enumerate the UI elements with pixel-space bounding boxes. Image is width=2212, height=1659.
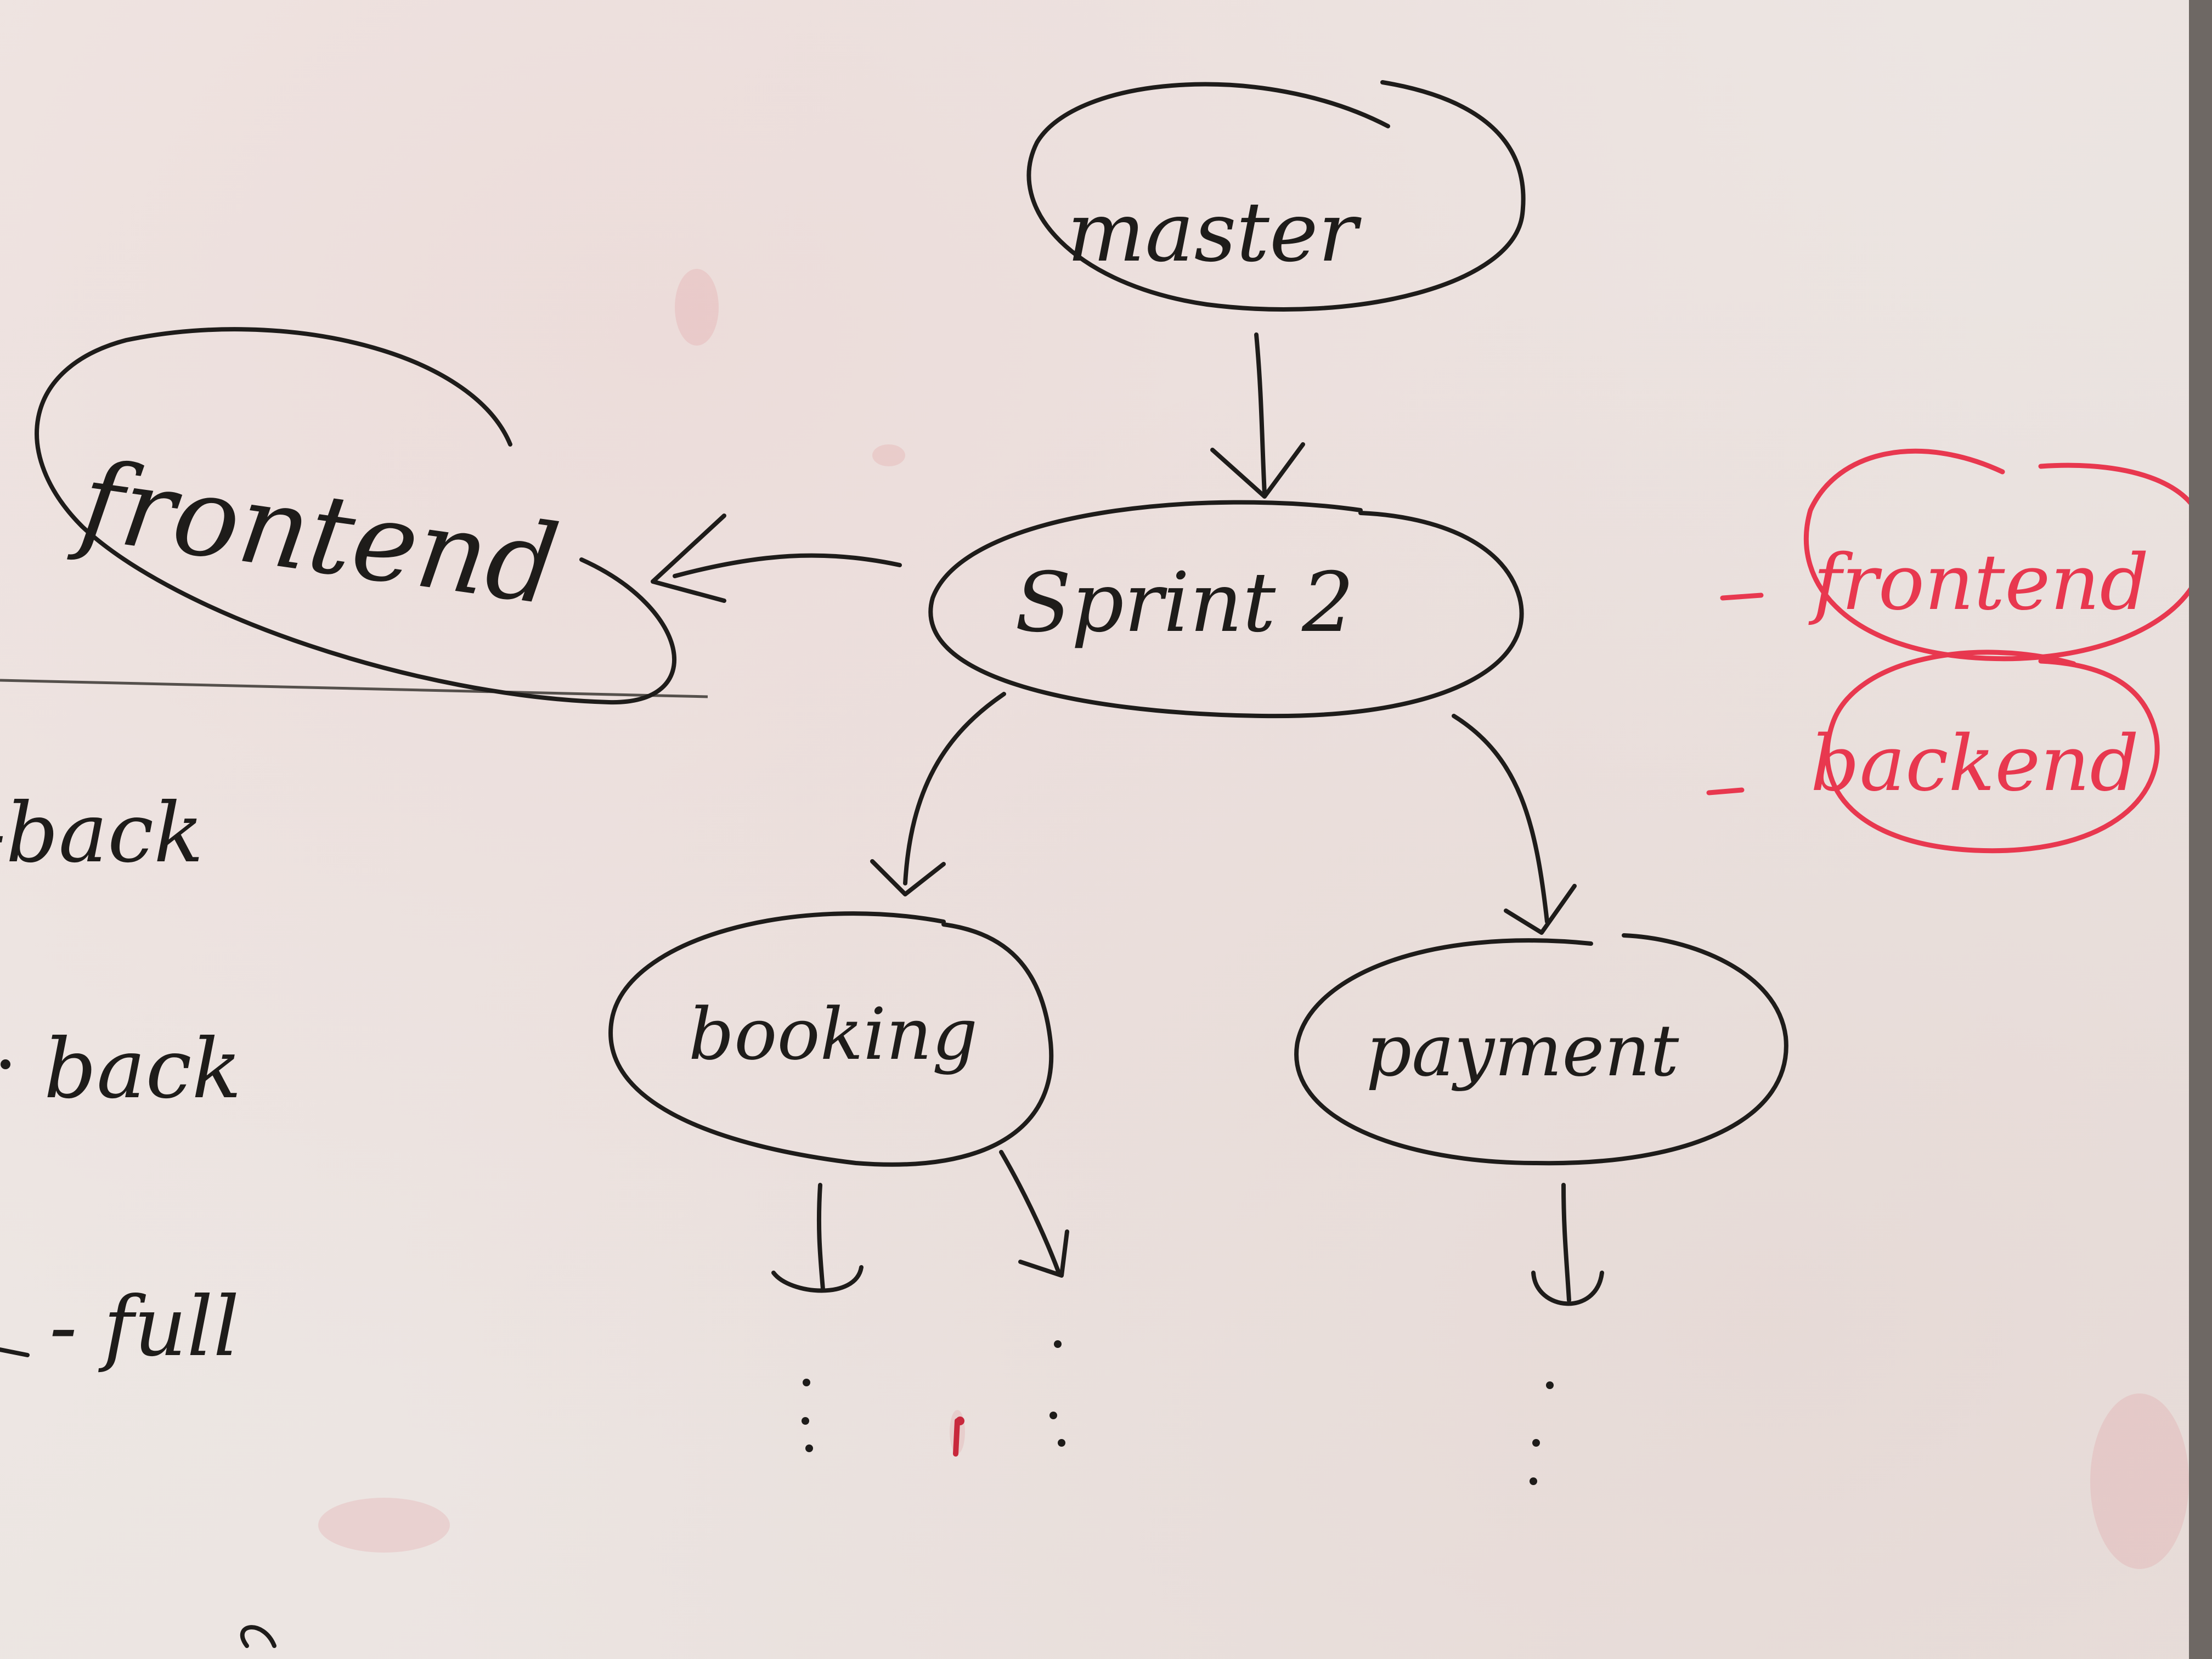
side-note-back-1: -back xyxy=(0,786,204,881)
board-frame-right xyxy=(2189,0,2212,1659)
sprint-label: Sprint 2 xyxy=(1015,555,1354,651)
arrow-booking-down-left xyxy=(771,1183,864,1293)
arrow-payment-down xyxy=(1531,1183,1604,1306)
legend-backend-ellipse xyxy=(1825,650,2160,854)
legend-frontend-label: frontend xyxy=(1808,538,2149,628)
side-note-back-2: back xyxy=(44,1022,241,1117)
side-notes: -back back - full xyxy=(0,786,276,1648)
master-ellipse xyxy=(1026,80,1526,312)
payment-ellipse xyxy=(1294,933,1788,1166)
board-smudges xyxy=(318,269,2189,1569)
continuation-dots xyxy=(802,1340,1554,1485)
legend-frontend-ellipse xyxy=(1803,448,2208,662)
node-frontend: frontend xyxy=(35,327,677,705)
booking-ellipse xyxy=(608,911,1054,1167)
frontend-label: frontend xyxy=(66,436,566,630)
red-legend: frontend backend xyxy=(1706,448,2208,854)
arrow-sprint-booking xyxy=(870,692,1006,896)
node-booking: booking xyxy=(608,911,1054,1167)
node-master: master xyxy=(1026,80,1526,312)
master-label: master xyxy=(1067,185,1362,280)
arrow-sprint-payment xyxy=(1452,714,1577,935)
payment-label: payment xyxy=(1366,1009,1679,1092)
booking-label: booking xyxy=(689,992,978,1076)
node-sprint: Sprint 2 xyxy=(928,500,1524,719)
arrow-master-sprint xyxy=(1210,332,1305,499)
arrow-booking-down-right xyxy=(999,1150,1069,1278)
board-edge-line xyxy=(0,679,708,698)
node-payment: payment xyxy=(1294,933,1788,1166)
legend-backend-label: backend xyxy=(1810,719,2139,809)
frontend-ellipse xyxy=(35,327,677,705)
arrow-sprint-frontend xyxy=(651,514,902,603)
side-note-full: - full xyxy=(49,1279,239,1375)
sprint-ellipse xyxy=(928,500,1524,719)
